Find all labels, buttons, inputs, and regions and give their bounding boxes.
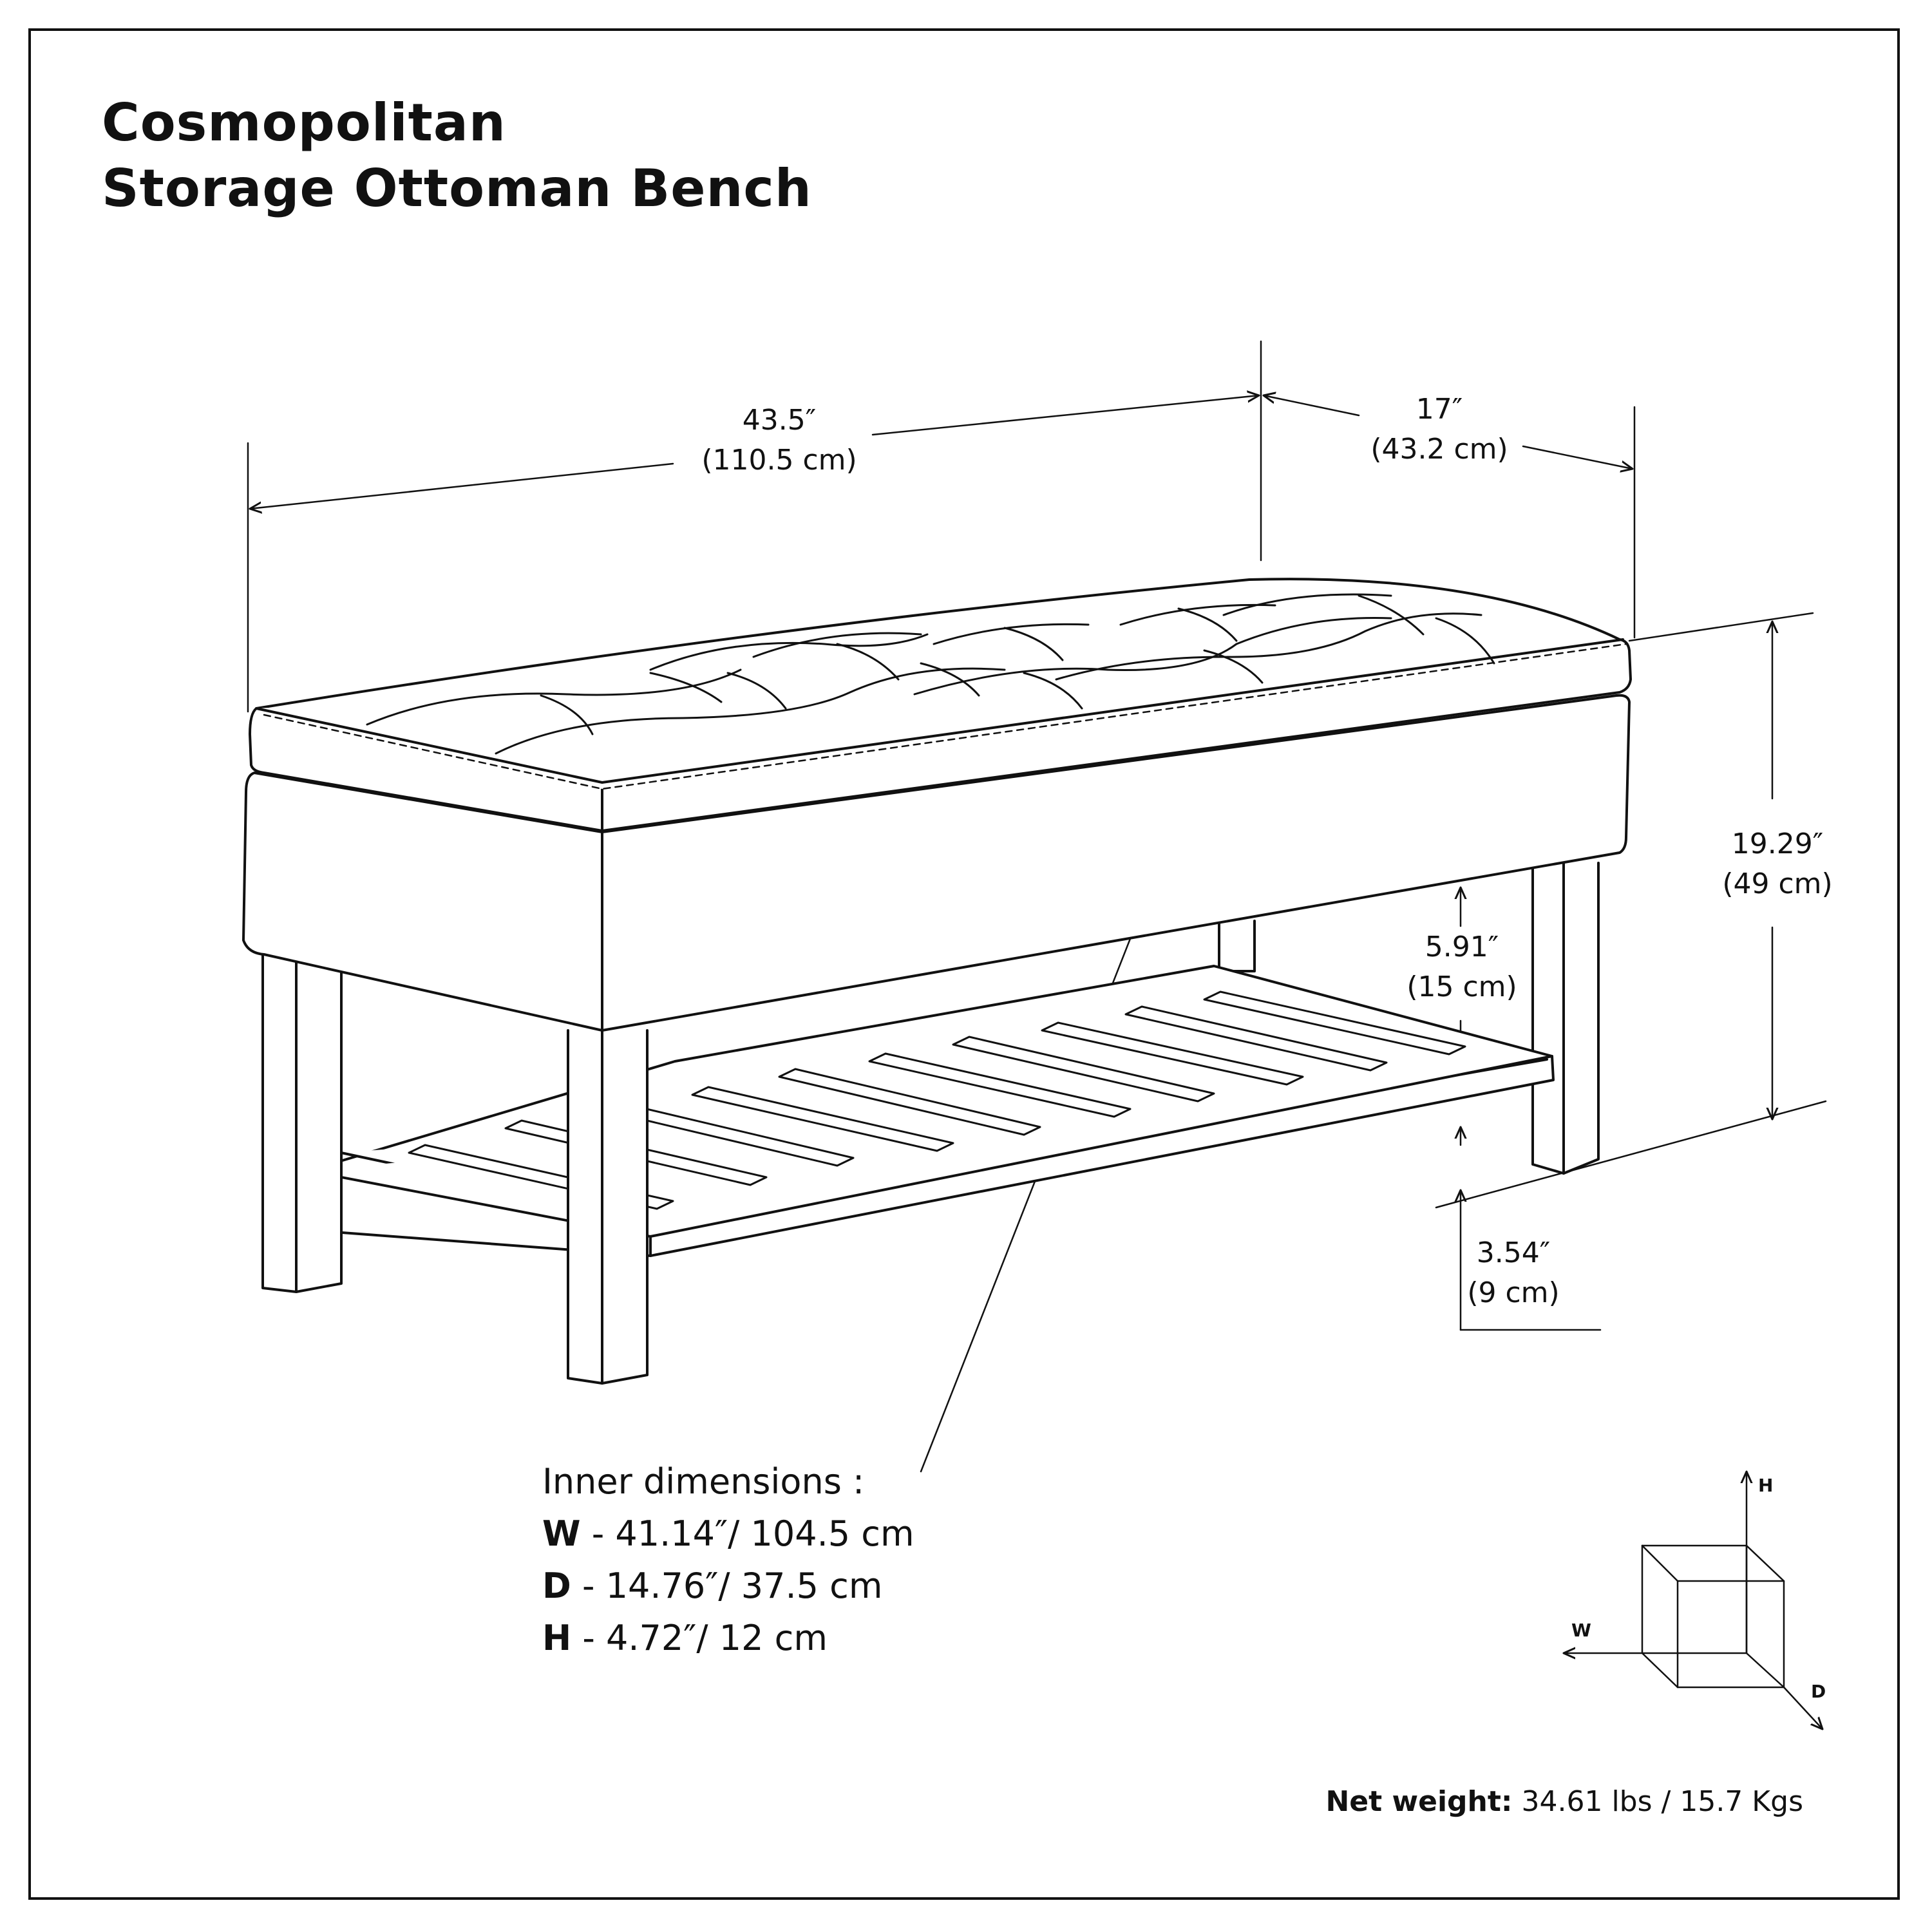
height-dimension-line	[1435, 612, 1827, 1209]
diagram-frame	[28, 28, 1900, 1900]
inner-width-row: W - 41.14″/ 104.5 cm	[542, 1508, 914, 1560]
width-cm: (110.5 cm)	[701, 444, 857, 477]
depth-dimension-label: 17″ (43.2 cm)	[1320, 390, 1558, 469]
inner-depth-row: D - 14.76″/ 37.5 cm	[542, 1560, 914, 1612]
net-weight-label: Net weight:	[1325, 1785, 1513, 1818]
inner-depth-key: D	[542, 1566, 571, 1606]
shelf-height-dimension-line	[1461, 1127, 1602, 1331]
width-dimension-label: 43.5″ (110.5 cm)	[644, 401, 914, 480]
product-title: Cosmopolitan Storage Ottoman Bench	[102, 90, 812, 222]
height-dimension-label: 19.29″ (49 cm)	[1687, 824, 1868, 904]
inner-height-row: H - 4.72″/ 12 cm	[542, 1612, 914, 1664]
height-inches: 19.29″	[1731, 828, 1824, 860]
shelf-height-inches: 3.54″	[1476, 1236, 1551, 1269]
net-weight-value: 34.61 lbs / 15.7 Kgs	[1512, 1785, 1804, 1818]
shelf-clearance-label: 5.91″ (15 cm)	[1385, 927, 1539, 1007]
width-dimension-line	[247, 340, 1262, 713]
height-cm: (49 cm)	[1722, 867, 1833, 900]
shelf-clearance-inches: 5.91″	[1425, 931, 1499, 963]
tufted-cushion	[249, 578, 1632, 832]
inner-depth-value: - 14.76″/ 37.5 cm	[571, 1566, 883, 1606]
title-line-1: Cosmopolitan	[102, 93, 506, 153]
width-inches: 43.5″	[742, 404, 817, 437]
front-legs	[261, 954, 649, 1385]
depth-dimension-line	[1264, 395, 1636, 639]
inner-width-key: W	[542, 1513, 581, 1554]
storage-box	[242, 694, 1631, 1032]
axis-legend-cube	[1564, 1472, 1823, 1729]
inner-width-value: - 41.14″/ 104.5 cm	[580, 1513, 914, 1554]
depth-cm: (43.2 cm)	[1370, 433, 1508, 466]
shelf-height-label: 3.54″ (9 cm)	[1443, 1233, 1584, 1313]
depth-inches: 17″	[1416, 393, 1463, 426]
cushion-tufting	[366, 593, 1495, 755]
shelf-height-cm: (9 cm)	[1467, 1276, 1560, 1309]
inner-dimensions: Inner dimensions : W - 41.14″/ 104.5 cm …	[542, 1455, 914, 1664]
inner-height-key: H	[542, 1618, 572, 1658]
title-line-2: Storage Ottoman Bench	[102, 158, 812, 218]
axis-d-label: D	[1811, 1681, 1826, 1702]
inner-height-value: - 4.72″/ 12 cm	[571, 1618, 828, 1658]
axis-h-label: H	[1758, 1475, 1774, 1496]
shelf-slats	[408, 990, 1466, 1210]
axis-w-label: W	[1571, 1620, 1591, 1641]
inner-dimensions-heading: Inner dimensions :	[542, 1461, 865, 1502]
shelf-clearance-cm: (15 cm)	[1406, 971, 1517, 1003]
net-weight: Net weight: 34.61 lbs / 15.7 Kgs	[1325, 1785, 1803, 1818]
